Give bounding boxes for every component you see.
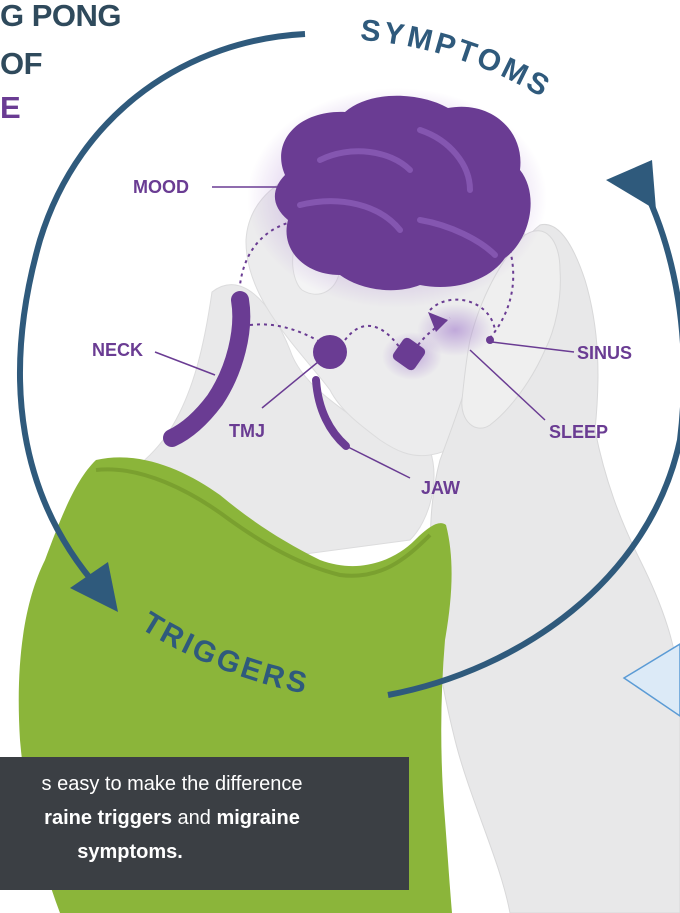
title-line-1: G PONG bbox=[0, 0, 121, 31]
title-line-2: OF bbox=[0, 48, 42, 79]
caption-box: s easy to make the difference raine trig… bbox=[0, 757, 409, 890]
mood-label: MOOD bbox=[133, 177, 189, 198]
neck-label: NECK bbox=[92, 340, 143, 361]
sleep-label: SLEEP bbox=[549, 422, 608, 443]
title-line-3: E bbox=[0, 92, 20, 123]
caption-line-2: raine triggers and migraine bbox=[0, 807, 344, 830]
tmj-label: TMJ bbox=[229, 421, 265, 442]
caption-bold-migraine: migraine bbox=[216, 807, 299, 829]
brain-shape bbox=[275, 96, 531, 290]
caption-and: and bbox=[172, 807, 216, 829]
sinus-label: SINUS bbox=[577, 343, 632, 364]
caption-line-1: s easy to make the difference bbox=[0, 773, 344, 796]
caption-bold-symptoms: symptoms. bbox=[77, 841, 183, 863]
jaw-label: JAW bbox=[421, 478, 460, 499]
brain bbox=[247, 88, 547, 308]
caption-bold-triggers: raine triggers bbox=[44, 807, 172, 829]
callout-shape bbox=[620, 640, 680, 720]
caption-line-3: symptoms. bbox=[0, 841, 260, 864]
right-arrow-head bbox=[606, 160, 656, 210]
eye-glow bbox=[417, 304, 493, 356]
